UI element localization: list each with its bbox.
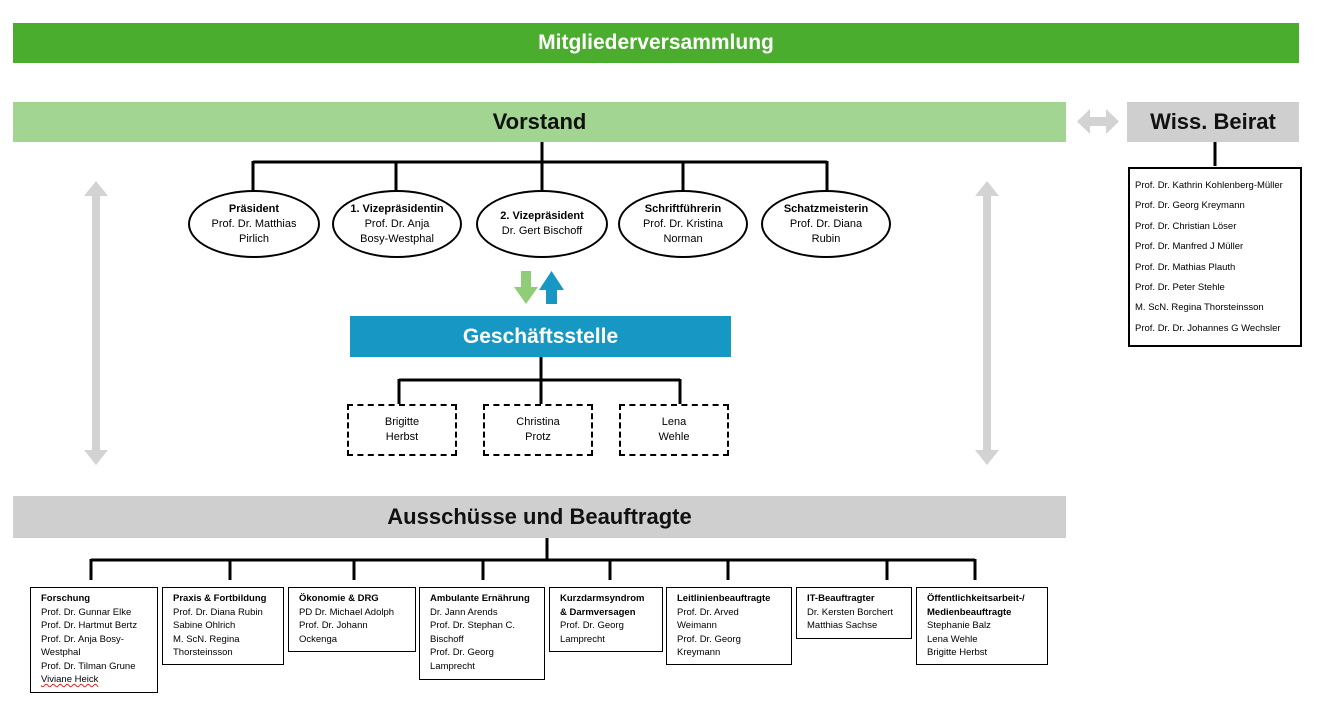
- committee-member: Prof. Dr. Georg: [430, 647, 494, 658]
- committee-member: Prof. Dr. Georg: [560, 620, 624, 631]
- committee-title: & Darmversagen: [560, 606, 636, 618]
- staff-name: Protz: [525, 431, 551, 443]
- staff-name: Lena: [661, 416, 687, 428]
- person-name: Prof. Dr. Matthias: [211, 217, 297, 230]
- person-name: Norman: [663, 232, 703, 245]
- committee-member: PD Dr. Michael Adolph: [299, 606, 395, 618]
- committee-member: M. ScN. Regina: [173, 633, 240, 645]
- beirat-member: Prof. Dr. Dr. Johannes G Wechsler: [1135, 322, 1281, 334]
- staff-name: Herbst: [385, 431, 419, 443]
- beirat-member: Prof. Dr. Manfred J Müller: [1135, 241, 1244, 253]
- committee-member: Westphal: [41, 647, 81, 658]
- committee-member: Matthias Sachse: [807, 620, 878, 631]
- beirat-member: Prof. Dr. Peter Stehle: [1135, 282, 1225, 294]
- staff-box: Brigitte Herbst: [347, 404, 457, 456]
- committee-member: Prof. Dr. Tilman Grune: [41, 660, 136, 672]
- person-name: Rubin: [811, 232, 841, 245]
- committee-kurzdarmsyndrom: Kurzdarmsyndrom & Darmversagen Prof. Dr.…: [549, 587, 663, 652]
- committee-member: Brigitte Herbst: [927, 647, 988, 658]
- committee-member: Prof. Dr. Stephan C.: [430, 620, 516, 631]
- person-name: Prof. Dr. Kristina: [642, 217, 724, 230]
- vorstand-schatzmeisterin: Schatzmeisterin Prof. Dr. Diana Rubin: [761, 190, 891, 258]
- committee-member: Dr. Jann Arends: [430, 606, 498, 618]
- beirat-member: Prof. Dr. Christian Löser: [1135, 220, 1237, 232]
- staff-name: Wehle: [658, 431, 690, 443]
- staff-name: Christina: [516, 416, 560, 428]
- role-label: 2. Vizepräsident: [500, 210, 584, 222]
- committee-praxis-fortbildung: Praxis & Fortbildung Prof. Dr. Diana Rub…: [162, 587, 284, 665]
- vorstand-vizepraesidentin: 1. Vizepräsidentin Prof. Dr. Anja Bosy-W…: [332, 190, 462, 258]
- role-label: Präsident: [228, 202, 280, 215]
- committee-member: Prof. Dr. Hartmut Bertz: [41, 620, 138, 631]
- committee-it: IT-Beauftragter Dr. Kersten Borchert Mat…: [796, 587, 912, 639]
- staff-box: Christina Protz: [483, 404, 593, 456]
- committee-member: Weimann: [677, 620, 717, 631]
- committee-member: Prof. Dr. Johann: [299, 620, 368, 631]
- committee-member: Prof. Dr. Anja Bosy-: [41, 633, 124, 645]
- double-arrow-left-icon: [84, 181, 108, 465]
- beirat-member: Prof. Dr. Mathias Plauth: [1135, 261, 1236, 273]
- committee-title: Praxis & Fortbildung: [173, 593, 267, 604]
- committee-ambulante-ernaehrung: Ambulante Ernährung Dr. Jann Arends Prof…: [419, 587, 545, 680]
- role-label: 1. Vizepräsidentin: [350, 202, 444, 215]
- wiss-beirat-header: Wiss. Beirat: [1127, 102, 1299, 142]
- geschaeftsstelle-header: Geschäftsstelle: [350, 316, 731, 357]
- up-arrow-icon: [539, 271, 564, 304]
- committee-title: Forschung: [41, 593, 91, 604]
- beirat-member-list: Prof. Dr. Kathrin Kohlenberg-Müller Prof…: [1128, 167, 1302, 347]
- mitgliederversammlung-header: Mitgliederversammlung: [13, 23, 1299, 63]
- committee-title: Medienbeauftragte: [927, 606, 1012, 618]
- vorstand-vizepraesident-2: 2. Vizepräsident Dr. Gert Bischoff: [476, 190, 608, 258]
- committee-forschung: Forschung Prof. Dr. Gunnar Elke Prof. Dr…: [30, 587, 158, 693]
- committee-oeffentlichkeitsarbeit: Öffentlichkeitsarbeit-/ Medienbeauftragt…: [916, 587, 1048, 665]
- horizontal-double-arrow-icon: [1077, 109, 1119, 134]
- beirat-member: Prof. Dr. Georg Kreymann: [1135, 200, 1245, 212]
- committee-member: Prof. Dr. Georg: [677, 633, 741, 645]
- person-name: Prof. Dr. Anja: [364, 217, 430, 230]
- vorstand-praesident: Präsident Prof. Dr. Matthias Pirlich: [188, 190, 320, 258]
- down-arrow-icon: [514, 271, 538, 304]
- committee-member: Thorsteinsson: [173, 647, 233, 658]
- committee-title: Öffentlichkeitsarbeit-/: [927, 593, 1025, 604]
- committee-member: Kreymann: [677, 647, 721, 658]
- committee-member: Lamprecht: [560, 633, 605, 645]
- vorstand-header: Vorstand: [13, 102, 1066, 142]
- beirat-member: Prof. Dr. Kathrin Kohlenberg-Müller: [1135, 180, 1283, 191]
- staff-box: Lena Wehle: [619, 404, 729, 456]
- role-label: Schriftführerin: [644, 202, 722, 215]
- committee-title: Kurzdarmsyndrom: [560, 593, 645, 604]
- person-name: Dr. Gert Bischoff: [501, 225, 583, 237]
- committee-oekonomie-drg: Ökonomie & DRG PD Dr. Michael Adolph Pro…: [288, 587, 416, 652]
- role-label: Schatzmeisterin: [783, 202, 869, 215]
- committee-member: Lamprecht: [430, 660, 475, 672]
- vorstand-schriftfuehrerin: Schriftführerin Prof. Dr. Kristina Norma…: [618, 190, 748, 258]
- committee-member: Bischoff: [430, 633, 464, 645]
- committee-title: Leitlinienbeauftragte: [677, 593, 771, 604]
- person-name: Bosy-Westphal: [360, 232, 434, 245]
- committee-title: Ökonomie & DRG: [299, 593, 379, 604]
- committee-member: Prof. Dr. Gunnar Elke: [41, 606, 132, 618]
- committee-title: IT-Beauftragter: [807, 593, 875, 604]
- committee-member: Prof. Dr. Arved: [677, 606, 739, 618]
- committee-member: Lena Wehle: [927, 633, 978, 645]
- committee-member: Ockenga: [299, 633, 338, 645]
- ausschuesse-header: Ausschüsse und Beauftragte: [13, 496, 1066, 538]
- committee-member: Prof. Dr. Diana Rubin: [173, 606, 263, 618]
- double-arrow-right-icon: [975, 181, 999, 465]
- person-name: Prof. Dr. Diana: [789, 217, 863, 230]
- person-name: Pirlich: [239, 232, 269, 245]
- committee-member: Viviane Heick: [41, 674, 99, 685]
- committee-member: Sabine Ohlrich: [173, 620, 236, 631]
- committee-title: Ambulante Ernährung: [430, 593, 530, 604]
- beirat-member: M. ScN. Regina Thorsteinsson: [1135, 302, 1264, 314]
- committee-member: Dr. Kersten Borchert: [807, 606, 894, 618]
- committee-member: Stephanie Balz: [927, 620, 991, 631]
- committee-leitlinien: Leitlinienbeauftragte Prof. Dr. Arved We…: [666, 587, 792, 665]
- staff-name: Brigitte: [384, 416, 420, 428]
